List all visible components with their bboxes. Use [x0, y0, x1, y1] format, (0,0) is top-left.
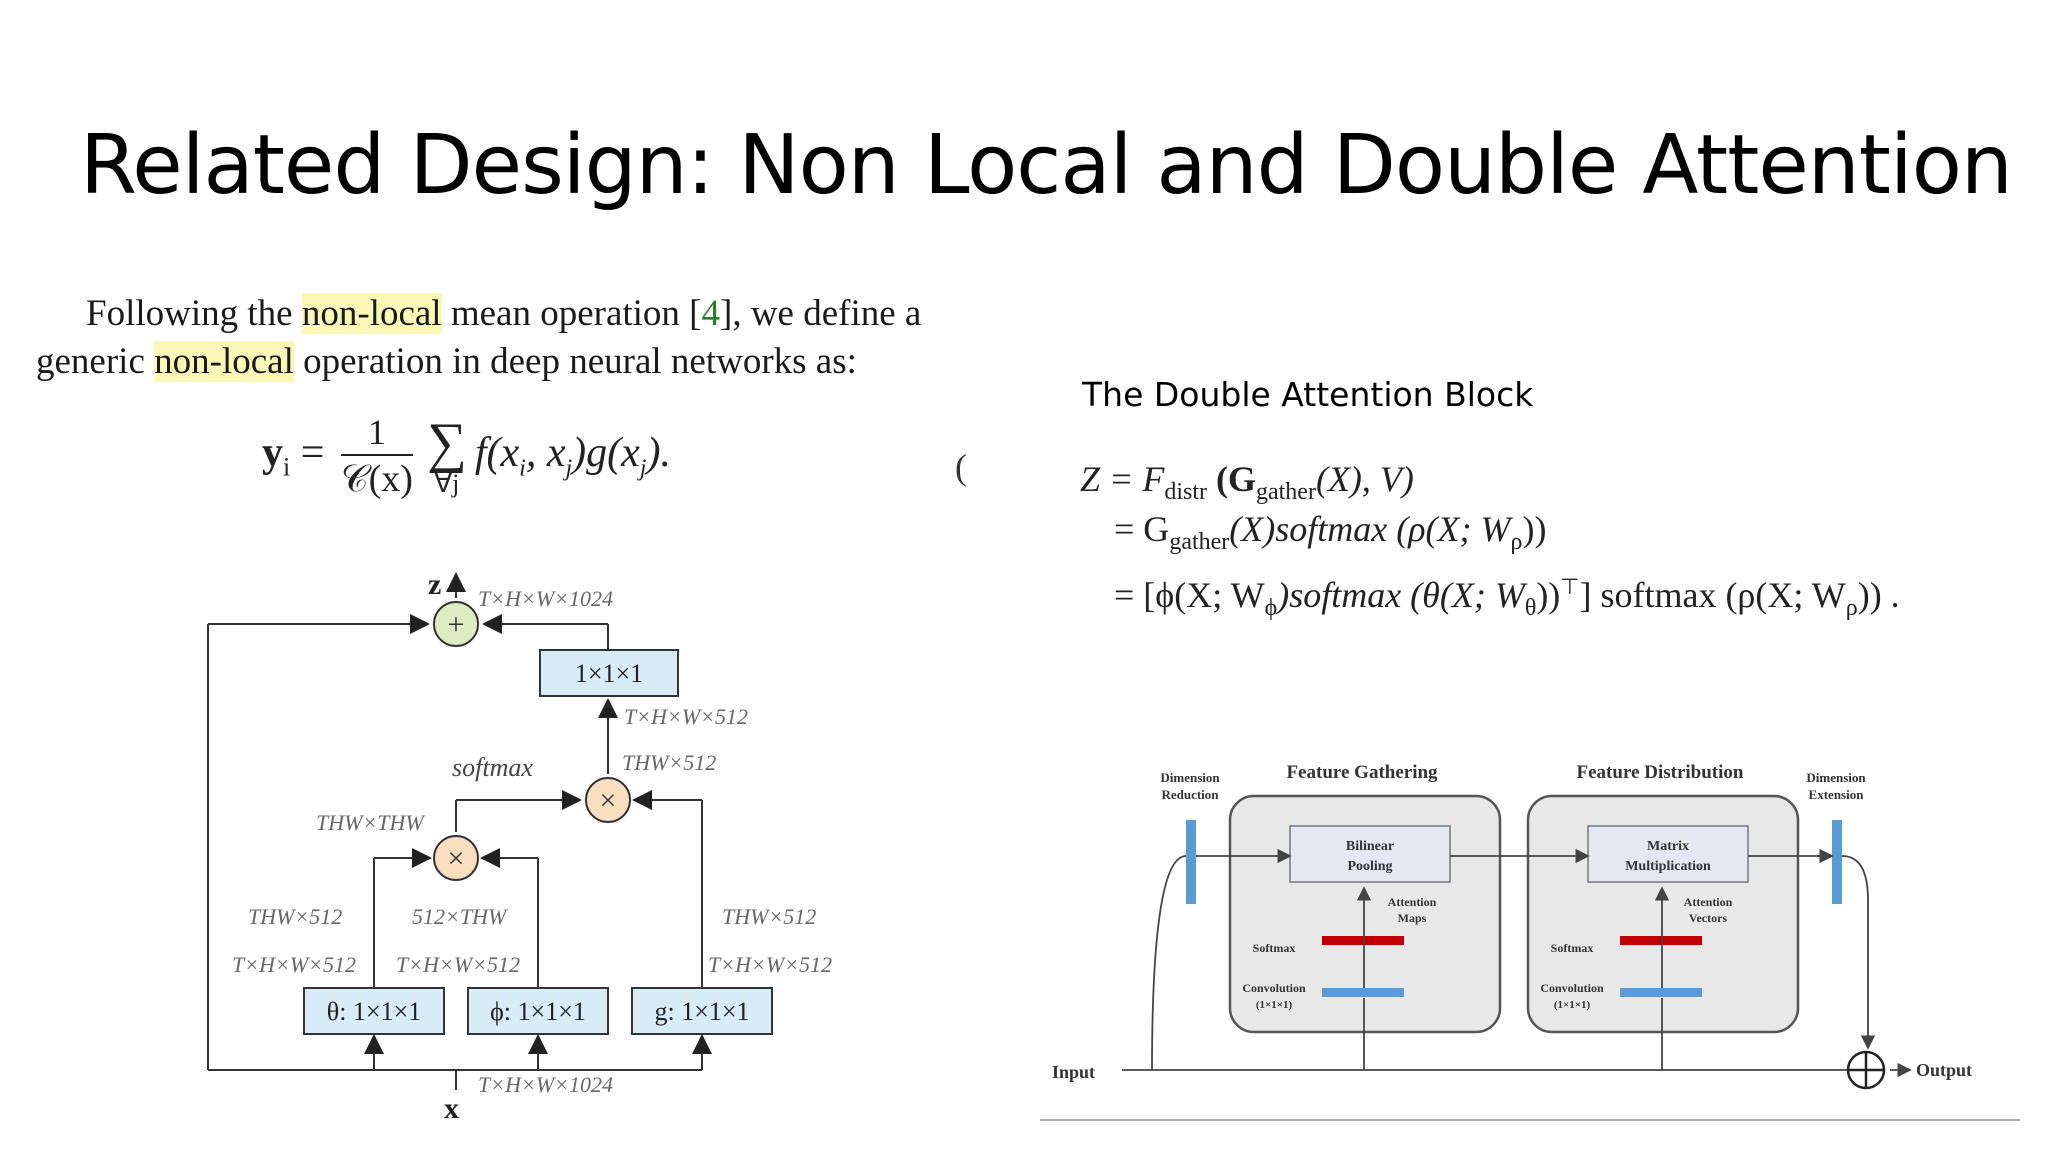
svg-text:Softmax: Softmax: [1253, 941, 1296, 955]
nonlocal-block-diagram: + × × 1×1×1 θ: 1×1×1 ϕ: 1×1×1 g: 1×1×1 z…: [207, 568, 832, 1125]
svg-text:T×H×W×512: T×H×W×512: [396, 952, 520, 977]
svg-text:θ: 1×1×1: θ: 1×1×1: [327, 997, 422, 1026]
svg-text:g: 1×1×1: g: 1×1×1: [654, 997, 749, 1026]
svg-text:Input: Input: [1052, 1062, 1095, 1082]
dim-reduction-bar: [1186, 820, 1196, 904]
svg-text:Extension: Extension: [1809, 787, 1865, 802]
da-equation-line2: = Ggather(X)softmax (ρ(X; Wρ)): [1114, 509, 1547, 556]
svg-text:Convolution: Convolution: [1242, 981, 1306, 995]
da-equation-line3: = [ϕ(X; Wϕ)softmax (θ(X; Wθ))⊤] softmax …: [1114, 574, 1900, 622]
svg-text:Bilinear: Bilinear: [1346, 839, 1394, 854]
svg-text:Softmax: Softmax: [1551, 941, 1594, 955]
svg-text:Feature Distribution: Feature Distribution: [1577, 762, 1744, 783]
double-attention-block-diagram: Dimension Reduction Feature Gathering Fe…: [1040, 762, 2020, 1121]
conv-bar-left: [1322, 988, 1404, 997]
svg-text:softmax: softmax: [452, 753, 533, 782]
svg-text:THW×512: THW×512: [622, 750, 716, 775]
theta-box: [303, 987, 445, 1035]
slide-title: Related Design: Non Local and Double Att…: [80, 118, 2013, 213]
svg-text:Multiplication: Multiplication: [1625, 859, 1711, 874]
nonlocal-text-line2: generic non-local operation in deep neur…: [36, 341, 857, 382]
da-equation-line1: Z = Fdistr (Ggather(X), V): [1080, 459, 1414, 506]
multiply-node-1: [433, 835, 479, 881]
svg-text:Attention: Attention: [1388, 895, 1437, 909]
softmax-bar-left: [1322, 936, 1404, 945]
svg-text:Convolution: Convolution: [1540, 981, 1604, 995]
svg-text:(1×1×1): (1×1×1): [1554, 999, 1591, 1011]
conv-out-box: [539, 649, 679, 697]
svg-text:T×H×W×512: T×H×W×512: [624, 704, 748, 729]
svg-text:Dimension: Dimension: [1806, 770, 1866, 785]
svg-text:T×H×W×1024: T×H×W×1024: [478, 586, 613, 611]
phi-box: [467, 987, 609, 1035]
svg-text:Pooling: Pooling: [1347, 859, 1392, 874]
highlight-nonlocal-2: non-local: [154, 341, 294, 382]
svg-text:1×1×1: 1×1×1: [575, 659, 643, 688]
svg-text:Maps: Maps: [1398, 911, 1427, 925]
svg-text:×: ×: [600, 784, 617, 817]
svg-text:(1×1×1): (1×1×1): [1256, 999, 1293, 1011]
svg-text:THW×512: THW×512: [722, 904, 816, 929]
svg-text:T×H×W×512: T×H×W×512: [708, 952, 832, 977]
citation-link: 4: [701, 293, 721, 334]
conv-bar-right: [1620, 988, 1702, 997]
svg-text:ϕ: 1×1×1: ϕ: 1×1×1: [490, 997, 586, 1026]
svg-text:Matrix: Matrix: [1647, 839, 1689, 854]
svg-text:THW×THW: THW×THW: [316, 810, 425, 835]
svg-text:T×H×W×512: T×H×W×512: [232, 952, 356, 977]
svg-text:Feature Gathering: Feature Gathering: [1286, 762, 1438, 783]
softmax-bar-right: [1620, 936, 1702, 945]
nonlocal-text-line1: Following the non-local mean operation […: [86, 293, 922, 334]
dim-extension-bar: [1832, 820, 1842, 904]
svg-text:z: z: [428, 568, 441, 601]
svg-text:THW×512: THW×512: [248, 904, 342, 929]
svg-text:T×H×W×1024: T×H×W×1024: [478, 1072, 613, 1097]
g-box: [631, 987, 773, 1035]
svg-text:Attention: Attention: [1684, 895, 1733, 909]
svg-text:x: x: [444, 1092, 459, 1125]
svg-text:Vectors: Vectors: [1689, 911, 1728, 925]
multiply-node-2: [585, 777, 631, 823]
svg-text:×: ×: [448, 842, 465, 875]
svg-text:512×THW: 512×THW: [412, 904, 508, 929]
bilinear-pooling-box: [1289, 825, 1451, 883]
matrix-multiplication-box: [1587, 825, 1749, 883]
add-node: [433, 601, 479, 647]
svg-text:Reduction: Reduction: [1161, 787, 1219, 802]
svg-text:+: +: [448, 608, 465, 641]
highlight-nonlocal-1: non-local: [301, 293, 442, 334]
svg-text:Dimension: Dimension: [1160, 770, 1220, 785]
equation-number: (: [955, 447, 967, 487]
double-attention-caption: The Double Attention Block: [1082, 375, 1534, 414]
svg-text:Output: Output: [1916, 1060, 1972, 1080]
